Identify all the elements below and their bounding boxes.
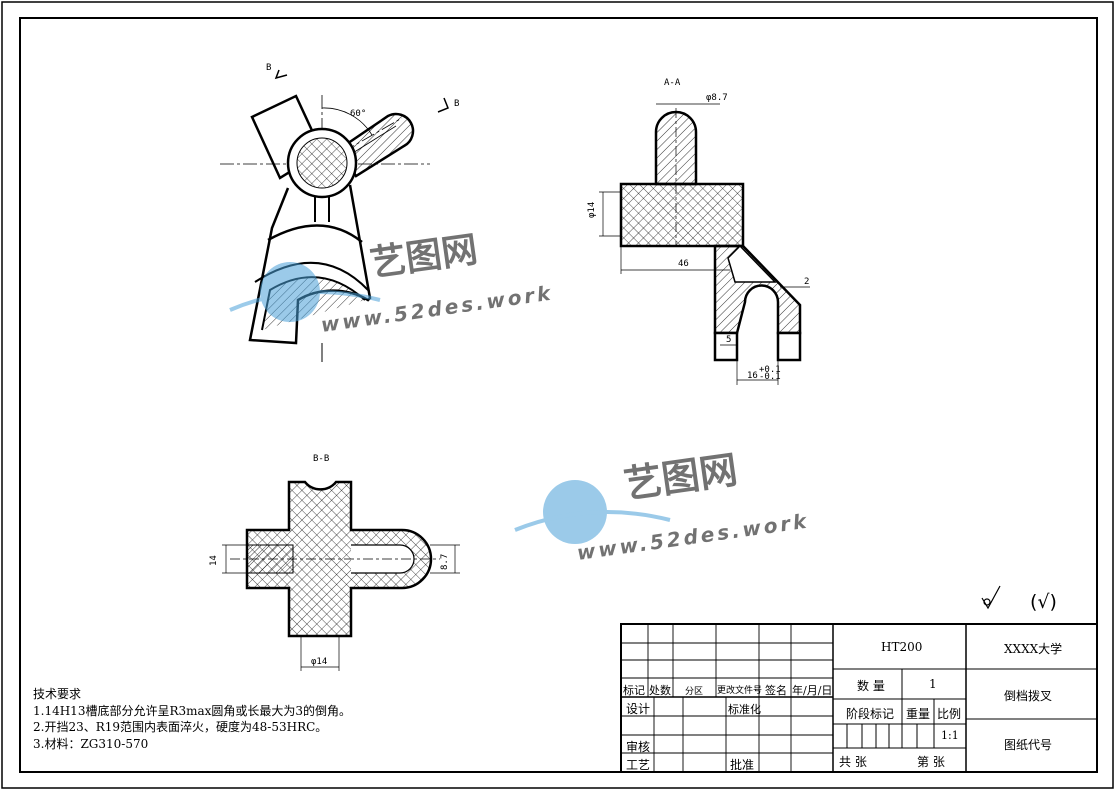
dim-bb-87: 8.7 xyxy=(440,554,450,570)
quantity-label: 数 量 xyxy=(857,679,885,693)
section-bb-label: B-B xyxy=(313,454,329,464)
dim-gap-5: 5 xyxy=(726,335,731,345)
notes-title: 技术要求 xyxy=(33,687,82,701)
notes-line-1: 1.14H13槽底部分允许呈R3max圆角或长最大为3的倒角。 xyxy=(33,703,352,718)
dim-d14-left: φ14 xyxy=(587,202,597,218)
watermark-globe-icon xyxy=(543,480,607,544)
dim-bb-d14: φ14 xyxy=(311,657,327,667)
signature-header: 签名 xyxy=(765,684,787,697)
watermark-center: 艺图网 www.52des.work xyxy=(514,447,811,565)
section-aa-view xyxy=(599,103,810,385)
inner-border xyxy=(19,17,1098,773)
dim-tolerance-lower: -0.1 xyxy=(759,372,781,382)
watermark-site-center: www.52des.work xyxy=(575,509,810,565)
process-label: 工艺 xyxy=(626,758,651,772)
sheet-total-label: 共 张 xyxy=(839,755,867,769)
roughness-general-symbol: (√) xyxy=(1030,591,1057,613)
date-header: 年/月/日 xyxy=(792,684,833,697)
view-marker-b-top: B xyxy=(266,63,271,73)
change-document-header: 更改文件号 xyxy=(717,686,763,696)
dim-width-16: 16 xyxy=(747,371,758,381)
view-marker-b-right: B xyxy=(454,99,459,109)
revision-mark-header: 标记 xyxy=(623,684,645,697)
watermark-brand-center: 艺图网 xyxy=(621,447,740,506)
roughness-icon xyxy=(981,585,1001,610)
dim-bb-14: 14 xyxy=(209,555,219,566)
watermark-site-top: www.52des.work xyxy=(319,281,554,337)
watermark-brand-top: 艺图网 xyxy=(368,229,481,285)
section-bb-view xyxy=(222,480,460,671)
approve-label: 批准 xyxy=(730,758,755,772)
revision-zone-header: 分区 xyxy=(685,687,704,697)
review-label: 审核 xyxy=(626,740,651,754)
dim-gap-2: 2 xyxy=(804,277,809,287)
technical-requirements: 技术要求 1.14H13槽底部分允许呈R3max圆角或长最大为3的倒角。 2.开… xyxy=(33,686,351,752)
standardization-label: 标准化 xyxy=(728,703,761,716)
sheet-number-label: 第 张 xyxy=(917,755,945,769)
section-aa-label: A-A xyxy=(664,78,681,88)
scale-value: 1:1 xyxy=(941,729,959,742)
title-block-grid xyxy=(620,623,1098,773)
notes-line-2: 2.开挡23、R19范围内表面淬火，硬度为48-53HRC。 xyxy=(33,720,328,734)
dim-tolerance-upper: +0.1 xyxy=(759,365,781,375)
dim-d87-top: φ8.7 xyxy=(706,93,728,103)
material-value: HT200 xyxy=(881,640,923,654)
angle-dimension: 60° xyxy=(350,109,366,119)
drawing-number-label: 图纸代号 xyxy=(1004,738,1053,752)
school-name: XXXX大学 xyxy=(1004,642,1063,656)
part-name: 倒档拨叉 xyxy=(1004,689,1053,703)
design-label: 设计 xyxy=(626,702,651,716)
dim-length-46: 46 xyxy=(678,259,689,269)
quantity-value: 1 xyxy=(929,677,937,691)
revision-count-header: 处数 xyxy=(649,684,671,697)
scale-label: 比例 xyxy=(937,707,962,721)
stage-mark-label: 阶段标记 xyxy=(846,707,895,721)
notes-line-3: 3.材料：ZG310-570 xyxy=(33,736,149,751)
weight-label: 重量 xyxy=(906,707,931,721)
